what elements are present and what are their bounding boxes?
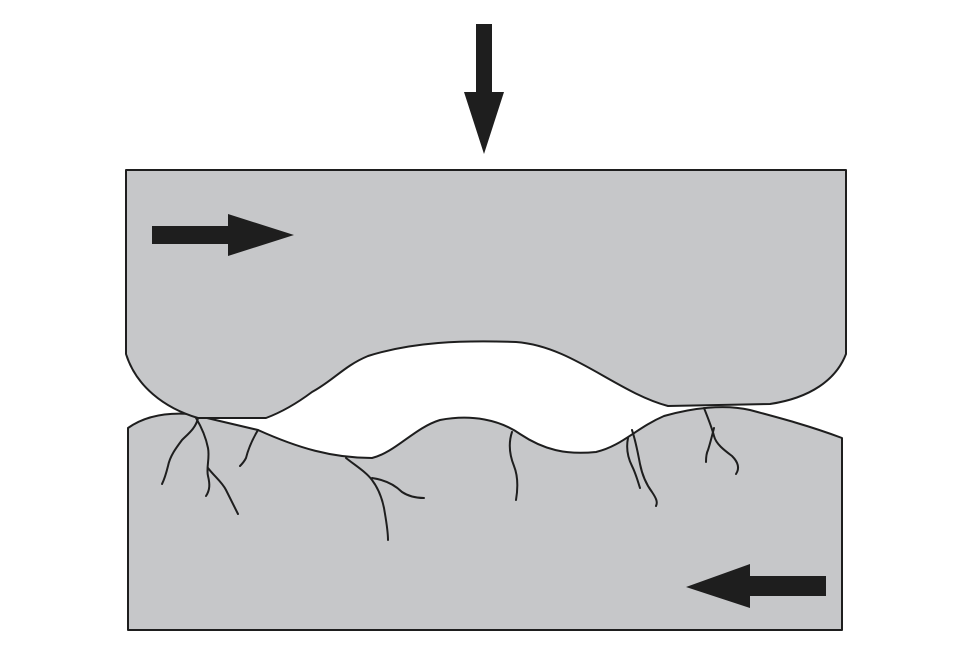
crack — [371, 477, 425, 499]
crack — [195, 417, 211, 497]
crack-group — [161, 407, 740, 541]
crack — [626, 437, 641, 489]
crack — [345, 457, 389, 541]
lower-motion-arrow — [686, 564, 826, 608]
crack — [631, 429, 658, 507]
crack — [207, 467, 239, 515]
crack — [703, 407, 740, 475]
lower-block — [127, 406, 843, 631]
upper-block — [125, 169, 847, 419]
crack — [508, 431, 519, 501]
crack — [161, 417, 199, 485]
crack — [705, 427, 715, 463]
crack — [239, 429, 259, 467]
upper-motion-arrow — [152, 214, 294, 256]
normal-load-arrow — [464, 24, 504, 154]
